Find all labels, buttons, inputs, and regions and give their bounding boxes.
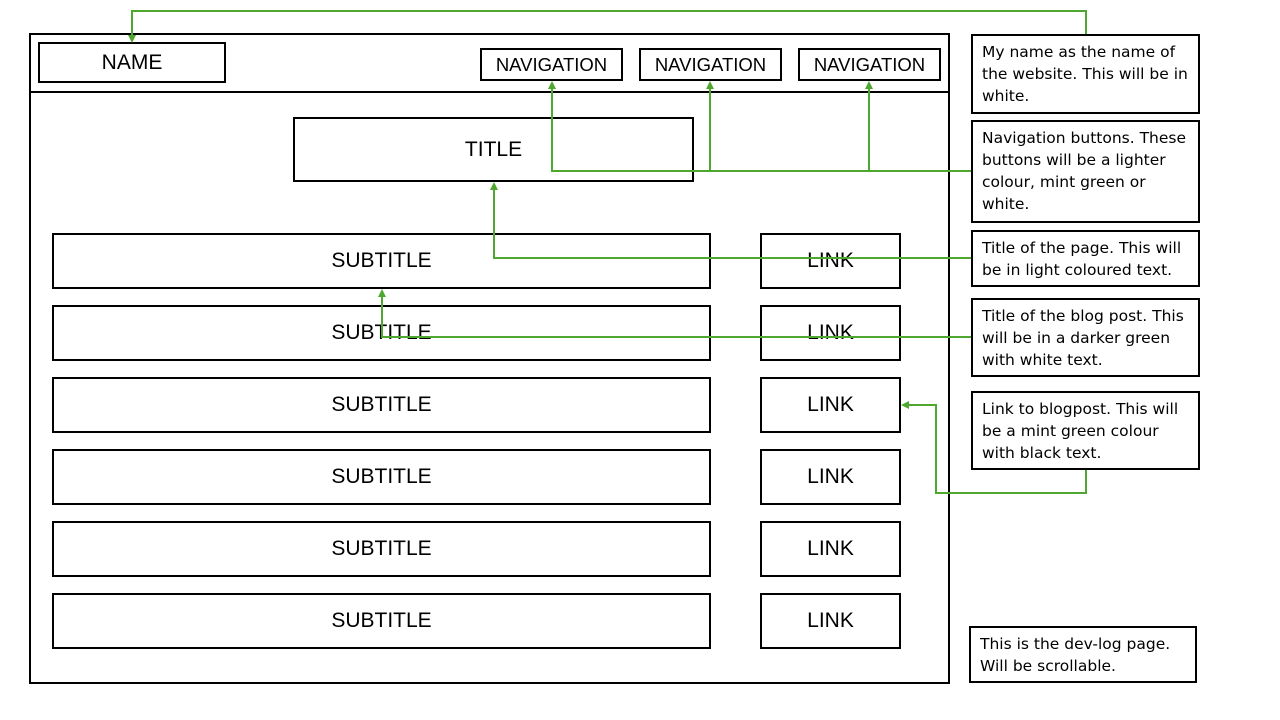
page-title-label: TITLE [464, 137, 523, 161]
arrowhead-icon [548, 81, 556, 89]
subtitle-box: SUBTITLE [52, 233, 711, 289]
site-name-box: NAME [38, 42, 226, 83]
arrowhead-icon [706, 81, 714, 89]
link-label: LINK [807, 465, 854, 488]
navigation-annotation: Navigation buttons. These buttons will b… [971, 120, 1200, 223]
arrowhead-icon [490, 182, 498, 190]
link-label: LINK [807, 249, 854, 272]
navigation-connector [551, 88, 971, 172]
navigation-label: NAVIGATION [654, 53, 767, 75]
subtitle-box: SUBTITLE [52, 449, 711, 505]
link-connector [908, 404, 1087, 494]
navigation-box: NAVIGATION [480, 48, 623, 81]
arrowhead-icon [865, 81, 873, 89]
link-annotation: Link to blogpost. This will be a mint gr… [971, 391, 1200, 470]
subtitle-annotation: Title of the blog post. This will be in … [971, 298, 1200, 377]
navigation-label: NAVIGATION [495, 53, 608, 75]
navigation-box: NAVIGATION [639, 48, 782, 81]
page-annotation: This is the dev-log page. Will be scroll… [969, 626, 1197, 683]
link-label: LINK [807, 393, 854, 416]
subtitle-label: SUBTITLE [331, 393, 432, 416]
arrowhead-icon [128, 35, 136, 43]
subtitle-box: SUBTITLE [52, 593, 711, 649]
subtitle-connector [381, 296, 971, 338]
link-box: LINK [760, 449, 901, 505]
link-box: LINK [760, 377, 901, 433]
subtitle-label: SUBTITLE [331, 465, 432, 488]
link-box: LINK [760, 593, 901, 649]
site-name-label: NAME [101, 50, 163, 74]
link-label: LINK [807, 609, 854, 632]
link-label: LINK [807, 537, 854, 560]
link-box: LINK [760, 305, 901, 361]
title-annotation: Title of the page. This will be in light… [971, 230, 1200, 287]
name-annotation: My name as the name of the website. This… [971, 34, 1200, 114]
subtitle-box: SUBTITLE [52, 521, 711, 577]
link-box: LINK [760, 521, 901, 577]
header-divider [30, 91, 949, 93]
navigation-box: NAVIGATION [798, 48, 941, 81]
navigation-label: NAVIGATION [813, 53, 926, 75]
subtitle-label: SUBTITLE [331, 537, 432, 560]
name-connector [131, 10, 1087, 36]
arrowhead-icon [378, 289, 386, 297]
link-box: LINK [760, 233, 901, 289]
subtitle-label: SUBTITLE [331, 249, 432, 272]
subtitle-box: SUBTITLE [52, 377, 711, 433]
arrowhead-icon [901, 401, 909, 409]
title-connector [493, 189, 971, 259]
link-label: LINK [807, 321, 854, 344]
subtitle-label: SUBTITLE [331, 609, 432, 632]
